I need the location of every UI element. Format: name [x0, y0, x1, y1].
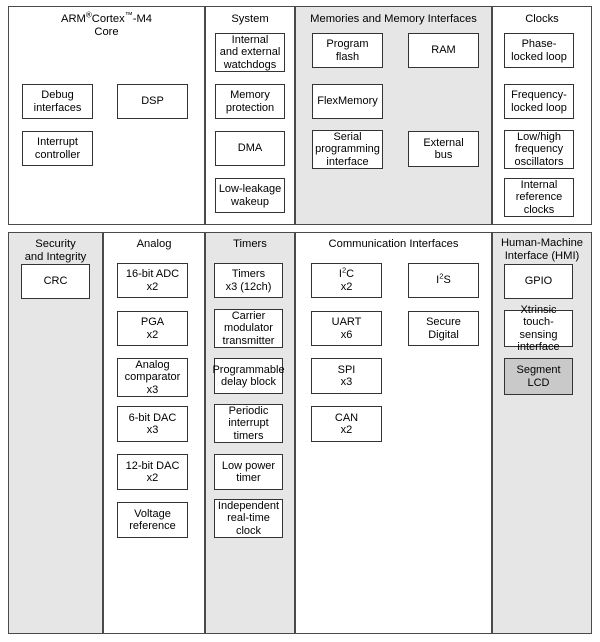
block-can-x2: CAN x2: [311, 406, 382, 442]
block-ram: RAM: [408, 33, 479, 68]
panel-title-memories: Memories and Memory Interfaces: [310, 13, 477, 25]
block-analog-comparator-x3: Analog comparator x3: [117, 358, 188, 397]
block-spi-x3: SPI x3: [311, 358, 382, 394]
block-label: I2S: [436, 271, 451, 287]
block-xtrinsic-touch-sensing-interface: Xtrinsic touch-sensing interface: [504, 304, 573, 353]
block-12-bit-dac-x2: 12-bit DAC x2: [117, 454, 188, 490]
block-pga-x2: PGA x2: [117, 311, 188, 346]
block-independent-real-time-clock: Independent real-time clock: [214, 499, 283, 538]
panel-hmi: Human-Machine Interface (HMI): [492, 232, 592, 634]
block-16-bit-adc-x2: 16-bit ADC x2: [117, 263, 188, 298]
block-external-bus: External bus: [408, 131, 479, 167]
block-dma: DMA: [215, 131, 285, 166]
block-debug-interfaces: Debug interfaces: [22, 84, 93, 119]
block-flexmemory: FlexMemory: [312, 84, 383, 119]
panel-title-hmi: Human-Machine Interface (HMI): [500, 237, 584, 263]
panel-title-analog: Analog: [136, 238, 172, 250]
panel-title-clocks: Clocks: [525, 13, 559, 25]
block-crc: CRC: [21, 264, 90, 299]
block-memory-protection: Memory protection: [215, 84, 285, 119]
block-program-flash: Program flash: [312, 33, 383, 68]
panel-title-communication: Communication Interfaces: [328, 238, 459, 250]
panel-title-system: System: [231, 13, 269, 25]
panel-title-security: Security and Integrity: [24, 238, 87, 264]
block-serial-programming-interface: Serial programming interface: [312, 130, 383, 169]
block-is: I2S: [408, 263, 479, 298]
block-frequency-locked-loop: Frequency- locked loop: [504, 84, 574, 119]
block-ic-x2: I2C x2: [311, 263, 382, 298]
block-low-leakage-wakeup: Low-leakage wakeup: [215, 178, 285, 213]
block-programmable-delay-block: Programmable delay block: [212, 358, 285, 394]
panel-title-timers: Timers: [233, 238, 267, 250]
block-carrier-modulator-transmitter: Carrier modulator transmitter: [214, 309, 283, 348]
block-internal-and-external-watchdogs: Internal and external watchdogs: [215, 33, 285, 72]
panel-security: Security and Integrity: [8, 232, 103, 634]
block-low-high-frequency-oscillators: Low/high frequency oscillators: [504, 130, 574, 169]
block-label: I2C x2: [338, 265, 355, 293]
block-phase-locked-loop: Phase- locked loop: [504, 33, 574, 68]
block-voltage-reference: Voltage reference: [117, 502, 188, 538]
block-periodic-interrupt-timers: Periodic interrupt timers: [214, 404, 283, 443]
block-timers-x3-12ch: Timers x3 (12ch): [214, 263, 283, 298]
panel-title-arm-core: ARM®Cortex™-M4 Core: [60, 10, 152, 39]
block-internal-reference-clocks: Internal reference clocks: [504, 178, 574, 217]
block-low-power-timer: Low power timer: [214, 454, 283, 490]
block-6-bit-dac-x3: 6-bit DAC x3: [117, 406, 188, 442]
block-uart-x6: UART x6: [311, 311, 382, 346]
block-secure-digital: Secure Digital: [408, 311, 479, 346]
block-dsp: DSP: [117, 84, 188, 119]
block-gpio: GPIO: [504, 264, 573, 299]
block-interrupt-controller: Interrupt controller: [22, 131, 93, 166]
block-segment-lcd: Segment LCD: [504, 358, 573, 395]
